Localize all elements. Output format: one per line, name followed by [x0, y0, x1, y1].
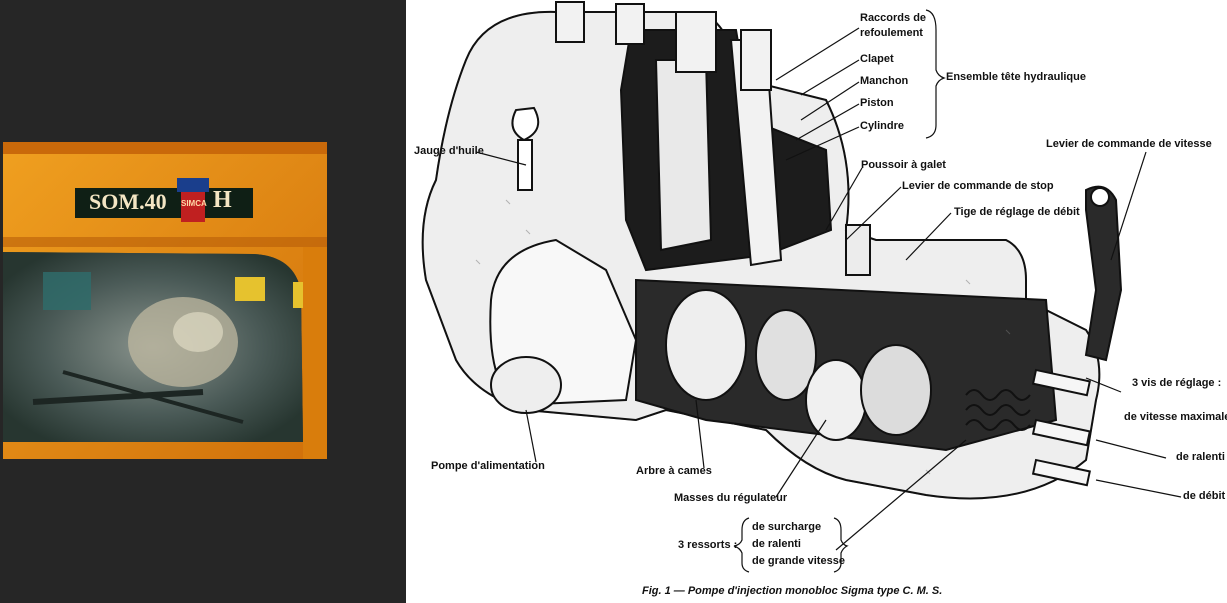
speed-control-lever [1084, 185, 1123, 362]
badge-brand-mark: SIMCA [181, 199, 207, 208]
camshaft-drum [665, 289, 747, 401]
label-piston: Piston [860, 97, 894, 109]
label-masses-regulateur: Masses du régulateur [674, 492, 788, 504]
pump-drawing [421, 1, 1182, 573]
label-levier-stop: Levier de commande de stop [902, 180, 1054, 192]
governor-springs [965, 389, 1031, 431]
label-ensemble-tete: Ensemble tête hydraulique [946, 71, 1086, 83]
roller-tappet [845, 224, 871, 276]
label-vis-reglage: 3 vis de réglage : [1132, 377, 1222, 389]
label-raccords-1: Raccords de [860, 12, 927, 24]
label-manchon: Manchon [860, 75, 909, 87]
label-grande-vitesse: de grande vitesse [752, 555, 845, 567]
label-ralenti-ressort: de ralenti [752, 538, 801, 550]
label-debit-vis: de débit [1183, 490, 1226, 502]
label-ralenti-vis: de ralenti [1176, 451, 1225, 463]
adjusting-screws [1031, 368, 1091, 487]
label-surcharge: de surcharge [752, 521, 822, 533]
label-clapet: Clapet [860, 53, 894, 65]
figure-caption: Fig. 1 — Pompe d'injection monobloc Sigm… [642, 585, 943, 597]
badge-model-text: SOM.40 [89, 189, 167, 214]
label-vitesse-max: de vitesse maximale [1124, 411, 1227, 423]
governor-weights [805, 359, 867, 441]
injection-pump-diagram: Raccords de refoulement Clapet Manchon P… [406, 0, 1227, 603]
tractor-engine-photo: SOM.40 SIMCA H [3, 142, 327, 459]
tractor-photo-illustration [3, 142, 327, 459]
delivery-outlets [555, 1, 772, 91]
label-cylindre: Cylindre [860, 120, 905, 132]
head-cutaway [619, 29, 833, 272]
leader-lines [475, 9, 1182, 573]
label-pompe-alimentation: Pompe d'alimentation [431, 460, 545, 472]
label-3-ressorts: 3 ressorts : [678, 539, 738, 551]
label-raccords-2: refoulement [860, 27, 923, 39]
model-badge [75, 178, 253, 222]
label-levier-vitesse: Levier de commande de vitesse [1046, 138, 1212, 150]
badge-suffix-text: H [213, 187, 232, 213]
label-arbre-cames: Arbre à cames [636, 465, 712, 477]
label-jauge-huile: Jauge d'huile [414, 145, 484, 157]
label-tige-debit: Tige de réglage de débit [954, 206, 1080, 218]
label-poussoir: Poussoir à galet [861, 159, 946, 171]
